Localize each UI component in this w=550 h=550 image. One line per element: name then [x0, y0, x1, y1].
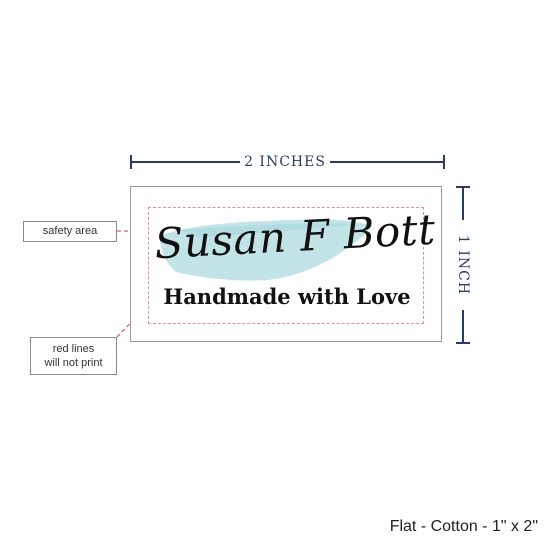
red-lines-callout: red lines will not print [30, 337, 117, 375]
width-dimension-label: 2 INCHES [240, 153, 330, 171]
label-tagline-text: Handmade with Love [163, 284, 411, 309]
red-lines-callout-line1: red lines [52, 343, 95, 355]
safety-area-dashed-border [148, 207, 424, 324]
brush-stroke-streak [180, 223, 360, 238]
red-lines-callout-line2: will not print [44, 357, 103, 369]
safety-area-callout: safety area [23, 221, 117, 242]
product-caption: Flat - Cotton - 1" x 2" [389, 518, 538, 535]
